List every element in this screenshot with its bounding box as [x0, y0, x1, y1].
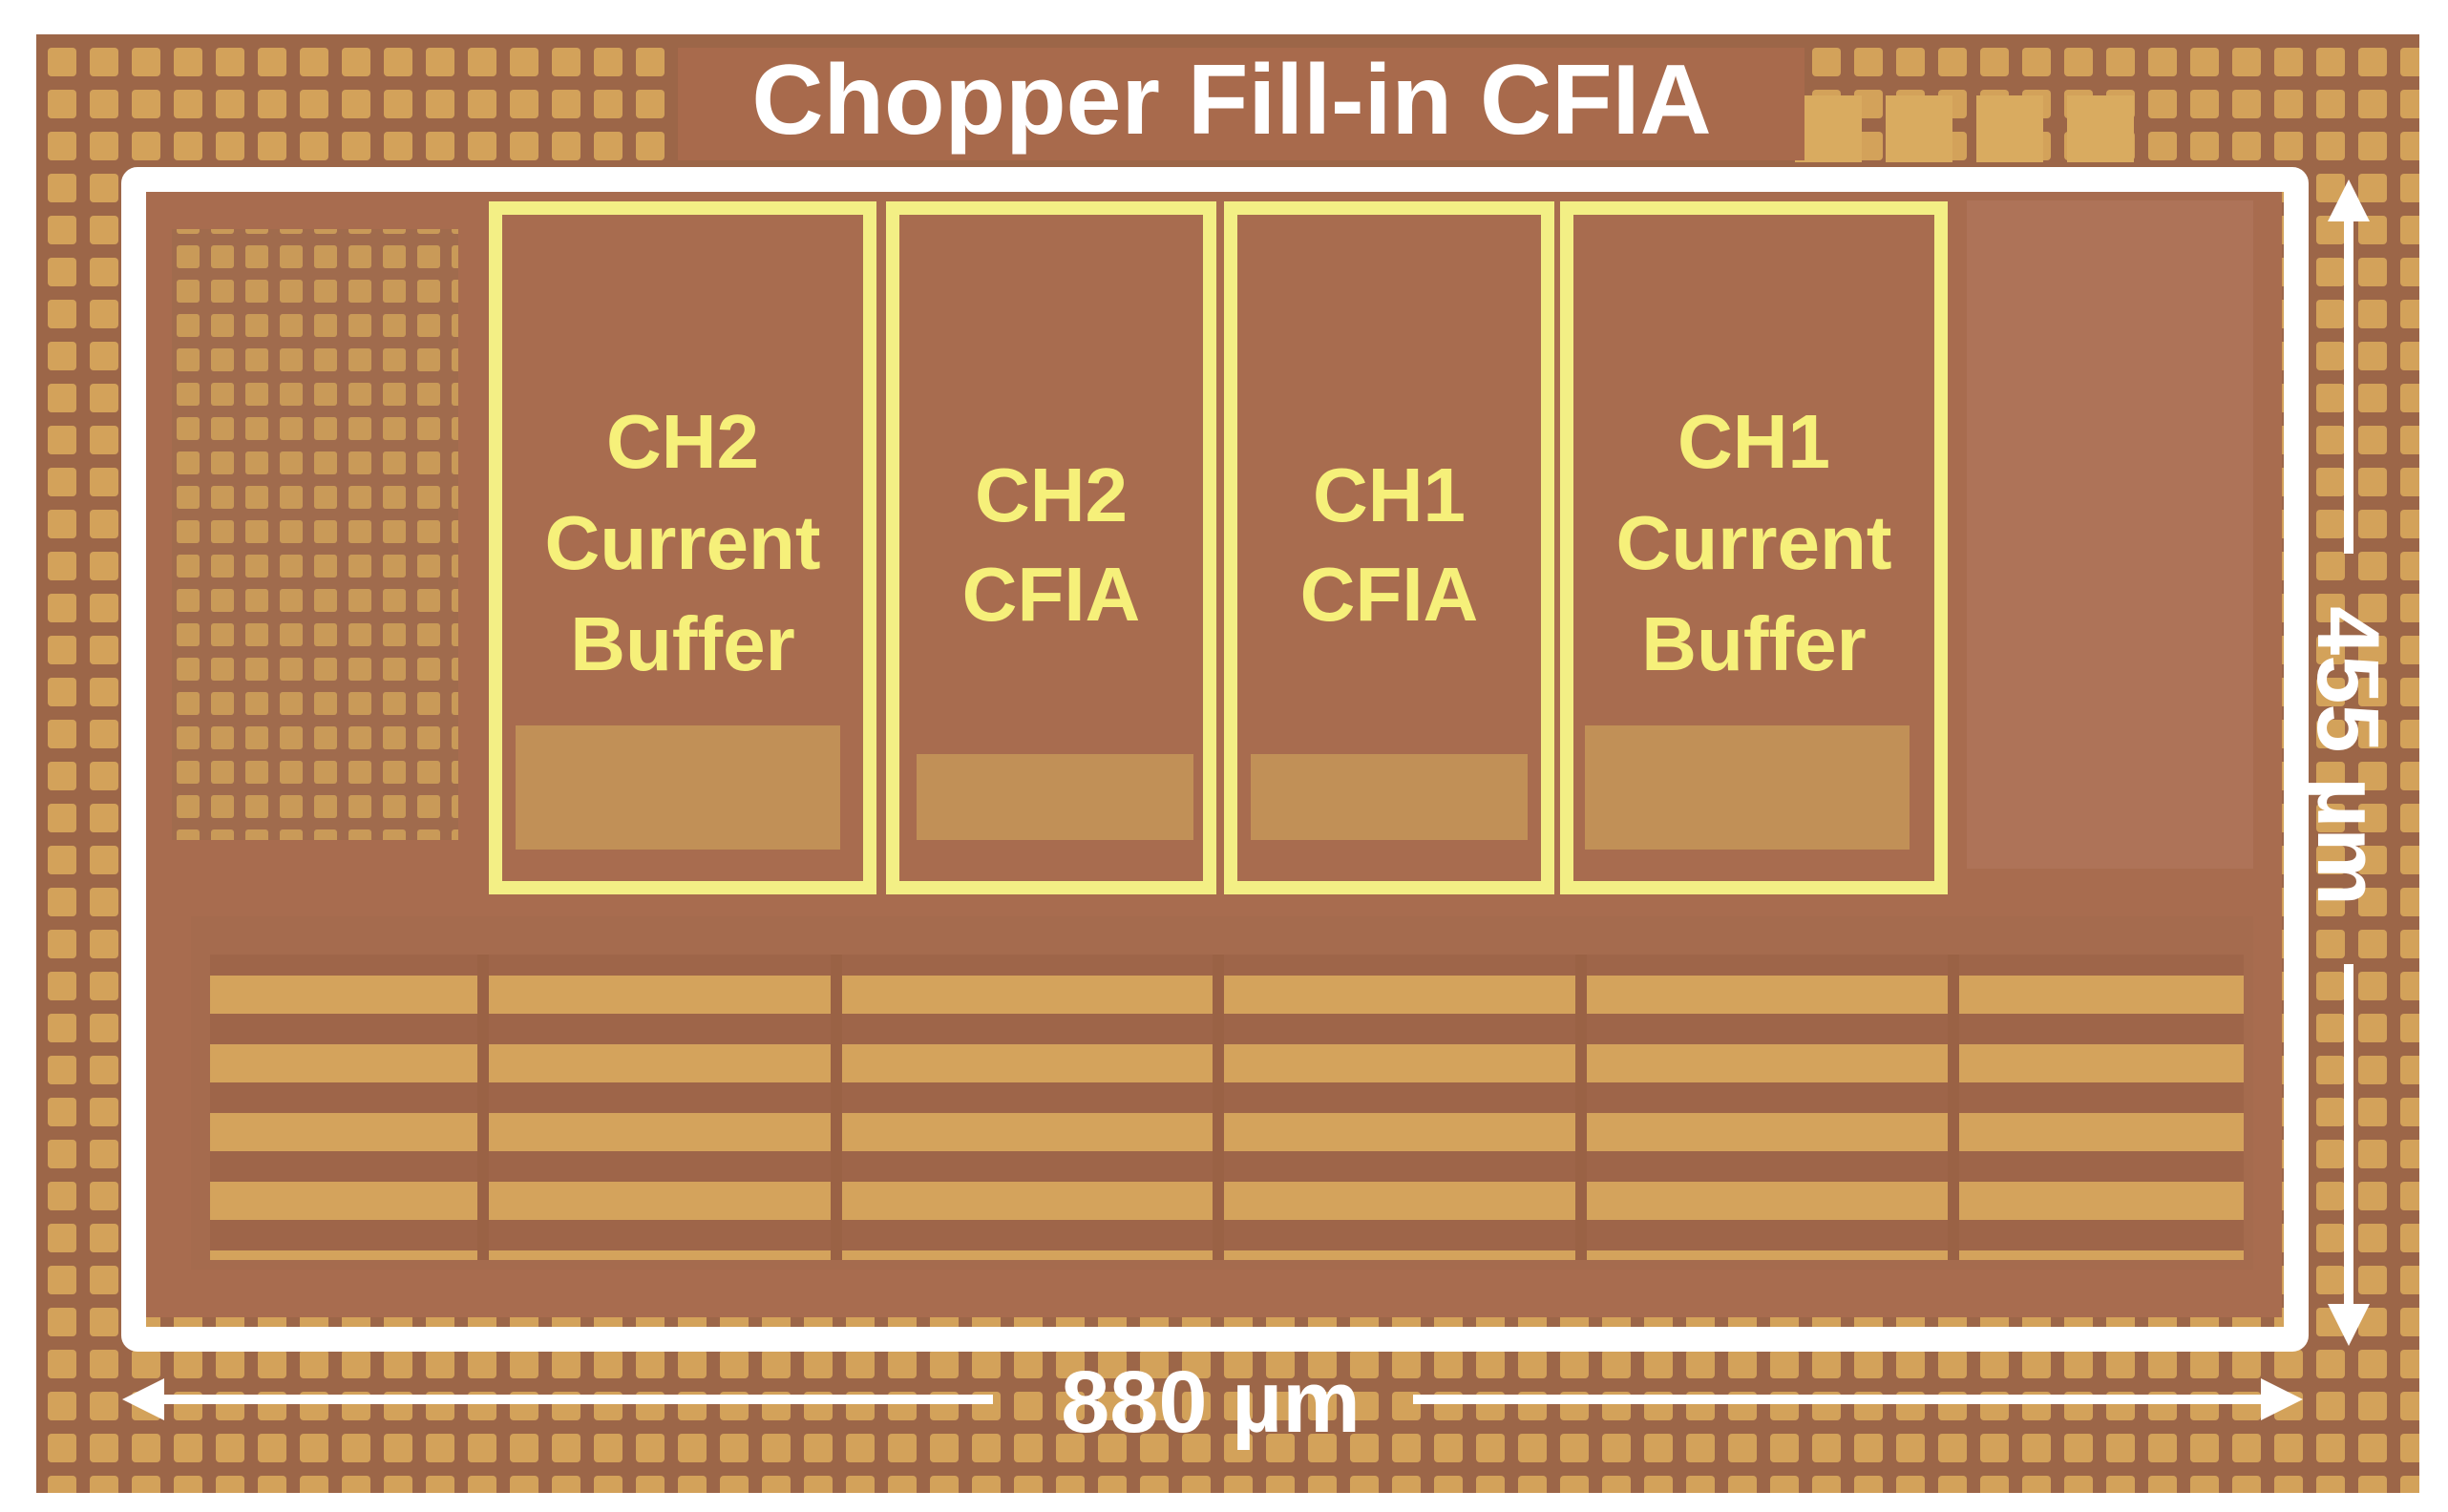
title-backing: [678, 48, 1804, 160]
block-outlines: [489, 201, 1948, 894]
ch1-cfia-label-2: CFIA: [1300, 552, 1479, 637]
block-circuit-detail: [516, 725, 1910, 850]
ch1-current-buffer-label-1: CH1: [1678, 399, 1830, 484]
height-dimension-label: 455 µm: [2299, 606, 2396, 906]
ch1-cfia-outline: [1224, 201, 1554, 894]
width-dimension-label: 880 µm: [1061, 1354, 1361, 1451]
ch1-current-buffer-label-2: Current: [1616, 500, 1892, 585]
capacitor-stripes: [210, 955, 2244, 1260]
ch2-cfia-label-1: CH2: [975, 452, 1128, 537]
ch2-current-buffer-outline: [489, 201, 876, 894]
ch2-cfia-outline: [886, 201, 1216, 894]
ch2-current-buffer-label-3: Buffer: [570, 601, 795, 686]
width-dimension-arrow: [122, 1378, 2303, 1420]
ch1-current-buffer-outline: [1560, 201, 1948, 894]
ch2-current-buffer-label-1: CH2: [606, 399, 759, 484]
top-right-pads: [1795, 95, 2134, 162]
ch1-current-buffer-label-3: Buffer: [1641, 601, 1867, 686]
ch1-cfia-label-1: CH1: [1313, 452, 1466, 537]
cfia-area-outline: [121, 167, 2309, 1352]
left-pad-matrix: [172, 229, 458, 840]
right-core-area: [1967, 200, 2253, 869]
ch2-current-buffer-label-2: Current: [545, 500, 821, 585]
capacitor-separators: [477, 955, 1959, 1260]
height-dimension-arrow: [2328, 179, 2370, 1346]
figure-title: Chopper Fill-in CFIA: [751, 45, 1711, 156]
ch2-cfia-label-2: CFIA: [962, 552, 1141, 637]
